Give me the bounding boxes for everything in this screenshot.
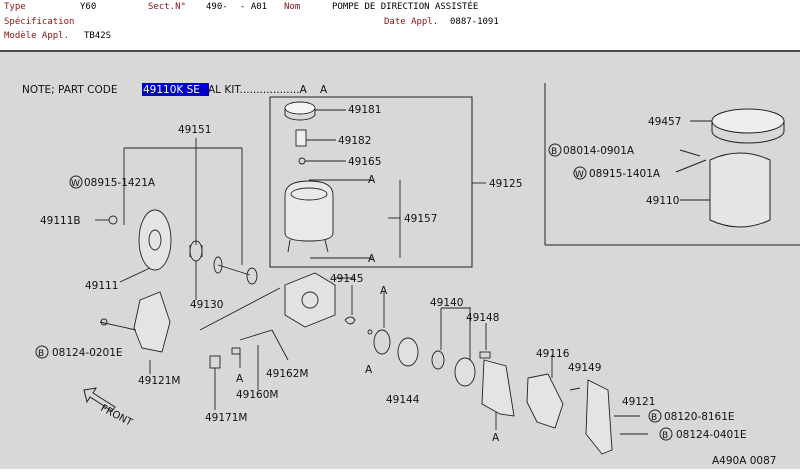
label-08014-0901A[interactable]: 08014-0901A bbox=[563, 145, 635, 157]
parts-diagram: NOTE; PART CODE 49110K SE AL KIT........… bbox=[0, 52, 800, 469]
date-label: Date Appl. bbox=[384, 17, 439, 27]
label-49111B[interactable]: 49111B bbox=[40, 215, 81, 227]
circle-w-1: W bbox=[575, 170, 584, 180]
front-arrow-icon bbox=[83, 387, 116, 412]
model-value: TB42S bbox=[84, 31, 112, 41]
note-prefix: NOTE; PART CODE bbox=[22, 84, 117, 96]
label-49121[interactable]: 49121 bbox=[622, 396, 655, 408]
label-08915-1401A[interactable]: 08915-1401A bbox=[589, 168, 661, 180]
label-49160M[interactable]: 49160M bbox=[236, 389, 278, 401]
label-08915-1421A[interactable]: 08915-1421A bbox=[84, 177, 156, 189]
label-49140[interactable]: 49140 bbox=[430, 297, 463, 309]
circle-b-4: B bbox=[38, 349, 44, 359]
label-49457[interactable]: 49457 bbox=[648, 116, 681, 128]
label-49116[interactable]: 49116 bbox=[536, 348, 570, 360]
label-49144[interactable]: 49144 bbox=[386, 394, 420, 406]
exploded-view: NOTE; PART CODE 49110K SE AL KIT........… bbox=[22, 83, 800, 467]
label-08124-0201E[interactable]: 08124-0201E bbox=[52, 347, 123, 359]
date-value: 0887-1091 bbox=[450, 17, 499, 27]
model-label: Modèle Appl. bbox=[4, 31, 70, 41]
circle-b-icon-4 bbox=[35, 345, 49, 359]
note-highlight[interactable]: 49110K SE bbox=[143, 84, 200, 96]
label-49151[interactable]: 49151 bbox=[178, 124, 211, 136]
ref-a-3: A bbox=[380, 285, 388, 297]
specification-label: Spécification bbox=[4, 17, 75, 27]
label-49121M[interactable]: 49121M bbox=[138, 375, 180, 387]
ref-a-4: A bbox=[365, 364, 373, 376]
label-08124-0401E[interactable]: 08124-0401E bbox=[676, 429, 747, 441]
label-49148[interactable]: 49148 bbox=[466, 312, 499, 324]
name-value: POMPE DE DIRECTION ASSISTÉE bbox=[332, 2, 479, 12]
ref-a-5: A bbox=[492, 432, 500, 444]
ref-a-1: A bbox=[368, 174, 376, 186]
ref-a-6: A bbox=[236, 373, 244, 385]
circle-b-1: B bbox=[551, 147, 557, 157]
circle-b-icon-3 bbox=[659, 427, 673, 441]
label-49157[interactable]: 49157 bbox=[404, 213, 437, 225]
type-label: Type bbox=[4, 2, 26, 12]
ref-a-2: A bbox=[368, 253, 376, 265]
label-49181[interactable]: 49181 bbox=[348, 104, 381, 116]
label-49110[interactable]: 49110 bbox=[646, 195, 679, 207]
label-49171M[interactable]: 49171M bbox=[205, 412, 247, 424]
section-sub: - A01 bbox=[240, 2, 268, 12]
circle-b-icon-2 bbox=[648, 409, 662, 423]
circle-b-3: B bbox=[662, 431, 668, 441]
circle-b-icon-1 bbox=[548, 143, 562, 157]
circle-w-icon-1 bbox=[573, 166, 587, 180]
section-value: 490- bbox=[206, 2, 228, 12]
circle-w-2: W bbox=[71, 179, 80, 189]
diagram-ref-code: A490A 0087 bbox=[712, 455, 776, 467]
parts-header: Type Y60 Sect.N° 490- - A01 Nom POMPE DE… bbox=[0, 0, 800, 50]
label-49130[interactable]: 49130 bbox=[190, 299, 223, 311]
label-49149[interactable]: 49149 bbox=[568, 362, 601, 374]
ref-a-note: A bbox=[320, 84, 328, 96]
type-value: Y60 bbox=[80, 2, 97, 12]
circle-w-icon-2 bbox=[69, 175, 83, 189]
circle-b-2: B bbox=[651, 413, 657, 423]
label-49125[interactable]: 49125 bbox=[489, 178, 522, 190]
label-08120-8161E[interactable]: 08120-8161E bbox=[664, 411, 735, 423]
header-separator bbox=[0, 50, 800, 52]
section-label: Sect.N° bbox=[148, 2, 186, 12]
front-label: FRONT bbox=[99, 403, 135, 429]
label-49111[interactable]: 49111 bbox=[85, 280, 118, 292]
note-highlight-box bbox=[142, 83, 209, 96]
label-49182[interactable]: 49182 bbox=[338, 135, 371, 147]
label-49162M[interactable]: 49162M bbox=[266, 368, 308, 380]
name-label: Nom bbox=[284, 2, 301, 12]
note-suffix: AL KIT..................A bbox=[208, 84, 308, 96]
label-49165[interactable]: 49165 bbox=[348, 156, 381, 168]
label-49145[interactable]: 49145 bbox=[330, 273, 363, 285]
reservoir-group-box bbox=[269, 96, 473, 268]
